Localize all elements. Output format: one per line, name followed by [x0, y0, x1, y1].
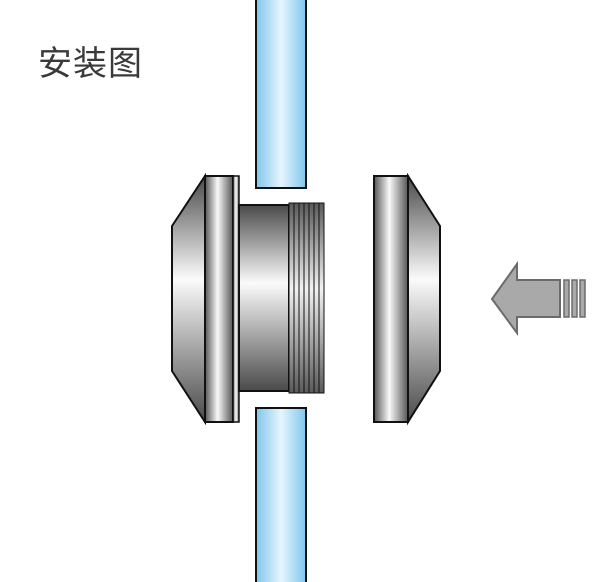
rear-cap-bevel	[171, 172, 206, 426]
glass-panel	[255, 0, 307, 582]
stem-body	[238, 204, 290, 392]
glass-panel-upper	[255, 0, 307, 189]
front-cap	[373, 172, 441, 426]
diagram-title: 安装图	[38, 44, 143, 84]
front-cap-bevel	[407, 172, 441, 426]
rear-cap	[171, 172, 240, 426]
threaded-stem	[238, 202, 325, 394]
glass-panel-lower	[255, 407, 307, 582]
arrow-head	[490, 260, 561, 337]
stem-threads	[288, 202, 325, 394]
assembly-direction-arrow	[490, 260, 586, 337]
arrow-tail-stripes	[563, 279, 586, 318]
rear-cap-face-outer	[204, 175, 234, 423]
front-cap-face	[373, 175, 409, 423]
